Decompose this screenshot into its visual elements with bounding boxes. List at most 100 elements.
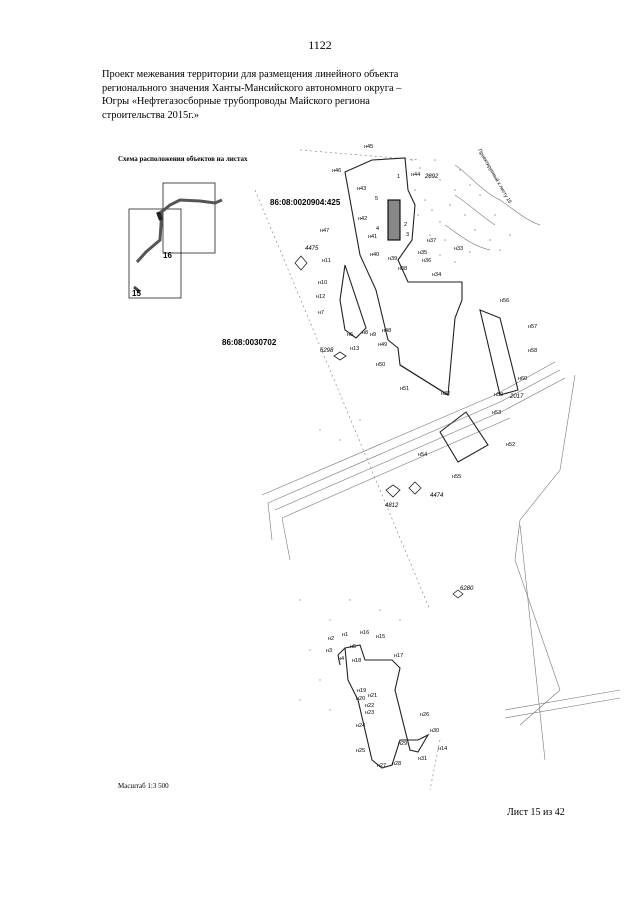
- boundary-lower: [344, 644, 430, 769]
- point-label: н29: [398, 741, 407, 747]
- survey-point-label: 6298: [320, 348, 334, 354]
- point-label: н49: [378, 342, 387, 348]
- point-label: н56: [500, 298, 509, 304]
- point-label: н9: [370, 332, 376, 338]
- point-label: н16: [360, 630, 369, 636]
- survey-markers: [294, 255, 464, 599]
- point-label: 4: [376, 226, 379, 232]
- parcel-boundaries-lower: [337, 644, 430, 769]
- stream-lines: [444, 164, 541, 251]
- boundary-square: [439, 411, 489, 463]
- point-label: н48: [382, 328, 391, 334]
- sheet-number: Лист 15 из 42: [507, 807, 565, 818]
- point-label: н33: [454, 246, 463, 252]
- point-label: 5: [375, 196, 378, 202]
- point-label: н32: [441, 391, 450, 397]
- point-label: н54: [418, 452, 427, 458]
- point-label: н53: [492, 410, 501, 416]
- point-labels-upper: н45 н44 н46 н43 н42 н41 н47 н40 н39 н38 …: [316, 144, 537, 480]
- inset-frame: [128, 208, 182, 299]
- parcel-boundaries-upper: [339, 157, 519, 463]
- point-label: н34: [432, 272, 441, 278]
- point-label: н3: [326, 648, 332, 654]
- boundary-right: [479, 309, 519, 396]
- point-label: н39: [388, 256, 397, 262]
- point-label: н52: [506, 442, 515, 448]
- road-lines: [254, 149, 621, 791]
- document-title: Проект межевания территории для размещен…: [102, 68, 416, 122]
- point-label: н60: [518, 376, 527, 382]
- point-label: н8: [362, 330, 368, 336]
- survey-point-label: 4812: [385, 503, 399, 509]
- point-label: н59: [494, 392, 503, 398]
- road-label: Проектируемый к листу 15: [476, 148, 513, 205]
- point-label: н19: [357, 688, 366, 694]
- point-label: н12: [316, 294, 325, 300]
- point-label: н17: [394, 653, 403, 659]
- point-label: н25: [356, 748, 365, 754]
- terrain-texture: [299, 159, 511, 711]
- point-label: н1: [342, 632, 348, 638]
- point-label: н57: [528, 324, 537, 330]
- point-label: н45: [364, 144, 373, 150]
- survey-point-label: 6280: [460, 586, 474, 592]
- point-label: н18: [352, 658, 361, 664]
- survey-point-label: 2892: [424, 174, 439, 180]
- point-label: н36: [422, 258, 431, 264]
- point-label: н51: [400, 386, 409, 392]
- survey-point-label: 4475: [305, 246, 319, 252]
- point-label: н50: [376, 362, 385, 368]
- point-label: н31: [418, 756, 427, 762]
- point-label: н43: [357, 186, 366, 192]
- title-line: Югры «Нефтегазосборные трубопроводы Майс…: [102, 96, 370, 107]
- page-number: 1122: [308, 38, 332, 52]
- point-label: н13: [350, 346, 359, 352]
- boundary-inner: [339, 264, 367, 339]
- point-label: 3: [406, 232, 409, 238]
- point-label: н7: [318, 310, 324, 316]
- point-label: н4: [338, 656, 344, 662]
- survey-point-label: 4474: [430, 493, 444, 499]
- parcel-cadastral-1: 86:08:0020904:425: [270, 198, 341, 207]
- point-label: н21: [368, 693, 377, 699]
- title-line: регионального значения Ханты-Мансийского…: [102, 82, 402, 94]
- point-label: 2: [404, 222, 407, 228]
- point-label: н58: [528, 348, 537, 354]
- point-label: н15: [376, 634, 385, 640]
- point-label: н5: [350, 644, 356, 650]
- inset-sheet-15: 15: [132, 289, 141, 298]
- inset-map: 16 15: [128, 182, 223, 299]
- boundary-main: [344, 157, 463, 396]
- point-label: н27: [377, 763, 386, 769]
- inset-route-c: [133, 285, 141, 294]
- inset-route-b: [156, 211, 163, 221]
- point-label: н40: [370, 252, 379, 258]
- point-label: н46: [332, 168, 341, 174]
- point-label: н41: [368, 234, 377, 240]
- title-line: Проект межевания территории для размещен…: [102, 69, 399, 80]
- boundary-inner-b: [399, 364, 449, 396]
- point-label: н37: [427, 238, 436, 244]
- point-label: н30: [430, 728, 439, 734]
- map-scale: Масштаб 1:3 500: [118, 782, 169, 790]
- point-label: н24: [356, 723, 365, 729]
- parcel-cadastral-2: 86:08:0030702: [222, 338, 277, 347]
- point-label: н14: [438, 746, 447, 752]
- point-label: н26: [420, 712, 429, 718]
- point-label: н2: [328, 636, 334, 642]
- point-label: 1: [397, 174, 400, 180]
- title-line: строительства 2015г.»: [102, 109, 200, 121]
- point-labels-lower: н1 н2 н3 н4 н5 н16 н15 н18 н17 н19 н20 н…: [326, 630, 447, 769]
- point-label: н47: [320, 228, 329, 234]
- point-label: н42: [358, 216, 367, 222]
- point-label: н38: [398, 266, 407, 272]
- point-label: н11: [322, 258, 331, 264]
- inset-sheet-16: 16: [163, 251, 172, 260]
- point-label: н35: [418, 250, 427, 256]
- point-label: н6: [347, 332, 353, 338]
- hatched-parcel: [387, 199, 401, 241]
- inset-title: Схема расположения объектов на листах: [118, 155, 248, 163]
- point-label: н28: [392, 761, 401, 767]
- inset-frame-upper: [162, 182, 216, 254]
